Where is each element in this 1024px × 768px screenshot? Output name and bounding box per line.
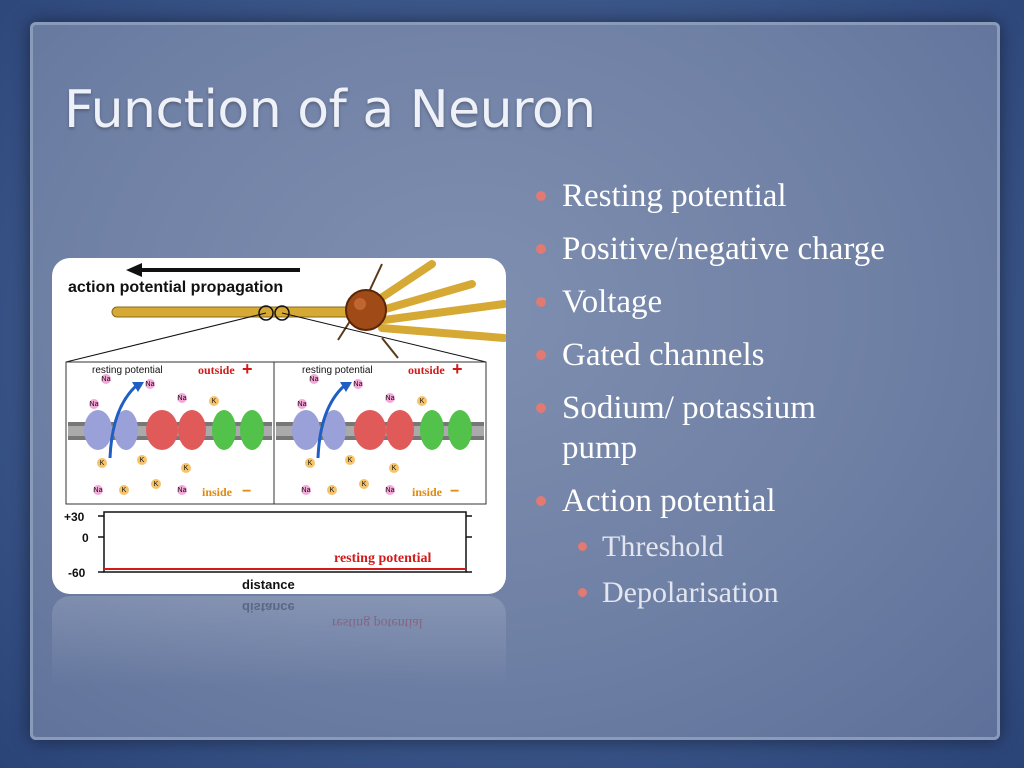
right-outside-sign: + — [452, 359, 463, 379]
zoom-line — [65, 312, 267, 363]
bullet-item: Resting potential — [532, 176, 972, 216]
reflection-text: distance — [242, 600, 295, 615]
svg-text:K: K — [420, 398, 425, 405]
zoom-circle — [258, 305, 274, 321]
protein-channel — [448, 410, 472, 450]
svg-text:K: K — [122, 487, 127, 494]
ion-flow-arrow — [108, 384, 138, 459]
svg-text:Na: Na — [386, 395, 395, 402]
svg-text:Na: Na — [178, 487, 187, 494]
slide-title: Function of a Neuron — [64, 80, 596, 140]
svg-text:Na: Na — [354, 381, 363, 388]
dendrite-4 — [378, 324, 506, 342]
svg-text:Na: Na — [146, 381, 155, 388]
protein-channel — [322, 410, 346, 450]
bullet-item: Action potential — [532, 481, 972, 521]
svg-text:Na: Na — [90, 401, 99, 408]
protein-channel — [146, 410, 178, 450]
cell-body — [345, 289, 387, 331]
ion-flow-arrow — [316, 384, 346, 459]
zoom-line — [281, 312, 487, 363]
voltage-plot-frame — [103, 511, 467, 573]
bullet-item: Gated channels — [532, 335, 972, 375]
bullet-list: Resting potential Positive/negative char… — [532, 176, 972, 613]
svg-text:Na: Na — [102, 376, 111, 383]
svg-text:K: K — [348, 457, 353, 464]
right-outside-label: outside — [408, 363, 445, 377]
protein-channel — [354, 410, 386, 450]
left-inside-label: inside — [202, 485, 233, 499]
left-outside-sign: + — [242, 359, 253, 379]
zoom-circle — [274, 305, 290, 321]
branch — [367, 263, 383, 295]
ion-flow-arrowhead — [340, 382, 352, 392]
protein-channel — [420, 410, 444, 450]
sub-bullet-item: Threshold — [562, 527, 972, 567]
y-tick-label: 0 — [82, 531, 89, 545]
svg-text:K: K — [392, 465, 397, 472]
axon — [111, 306, 359, 318]
svg-text:Na: Na — [94, 487, 103, 494]
left-outside-label: outside — [198, 363, 235, 377]
svg-text:K: K — [140, 457, 145, 464]
action-potential-diagram: action potential propagation — [64, 260, 506, 592]
right-inside-label: inside — [412, 485, 443, 499]
right-inside-sign: − — [450, 483, 459, 500]
svg-text:Na: Na — [310, 376, 319, 383]
bullet-item: Voltage — [532, 282, 972, 322]
left-inside-sign: − — [242, 483, 251, 500]
propagation-arrowhead — [126, 263, 142, 277]
svg-text:Na: Na — [302, 487, 311, 494]
svg-text:K: K — [308, 460, 313, 467]
cell-highlight — [354, 298, 366, 310]
figure-reflection: distance resting potential — [52, 596, 506, 686]
left-panel-content: resting potential outside + Na Na Na — [68, 359, 272, 500]
right-panel-content: resting potential outside + Na Na Na — [276, 359, 484, 500]
sub-bullet-item: Depolarisation — [562, 573, 972, 613]
protein-channel — [212, 410, 236, 450]
reflection-text: resting potential — [332, 615, 423, 630]
protein-channel — [386, 410, 414, 450]
left-resting-label: resting potential — [92, 365, 163, 376]
right-resting-label: resting potential — [302, 365, 373, 376]
svg-text:Na: Na — [178, 395, 187, 402]
dendrite-2 — [378, 280, 476, 314]
trace-label: resting potential — [334, 551, 431, 566]
protein-channel — [240, 410, 264, 450]
svg-text:K: K — [154, 481, 159, 488]
bullet-item: Positive/negative charge — [532, 229, 972, 269]
dendrite-3 — [380, 300, 506, 324]
svg-text:Na: Na — [298, 401, 307, 408]
svg-text:Na: Na — [386, 487, 395, 494]
x-axis-label: distance — [242, 577, 295, 592]
ion-flow-arrowhead — [132, 382, 144, 392]
protein-channel — [114, 410, 138, 450]
svg-text:K: K — [330, 487, 335, 494]
protein-channel — [84, 410, 112, 450]
y-tick-label: -60 — [68, 566, 86, 580]
y-tick-label: +30 — [64, 510, 85, 524]
svg-text:K: K — [212, 398, 217, 405]
protein-channel — [178, 410, 206, 450]
neuron-figure: action potential propagation — [52, 258, 506, 594]
propagation-label: action potential propagation — [68, 279, 283, 296]
svg-text:K: K — [362, 481, 367, 488]
protein-channel — [292, 410, 320, 450]
svg-text:K: K — [100, 460, 105, 467]
bullet-item: Sodium/ potassium pump — [532, 388, 882, 468]
svg-text:K: K — [184, 465, 189, 472]
branch — [381, 337, 399, 359]
